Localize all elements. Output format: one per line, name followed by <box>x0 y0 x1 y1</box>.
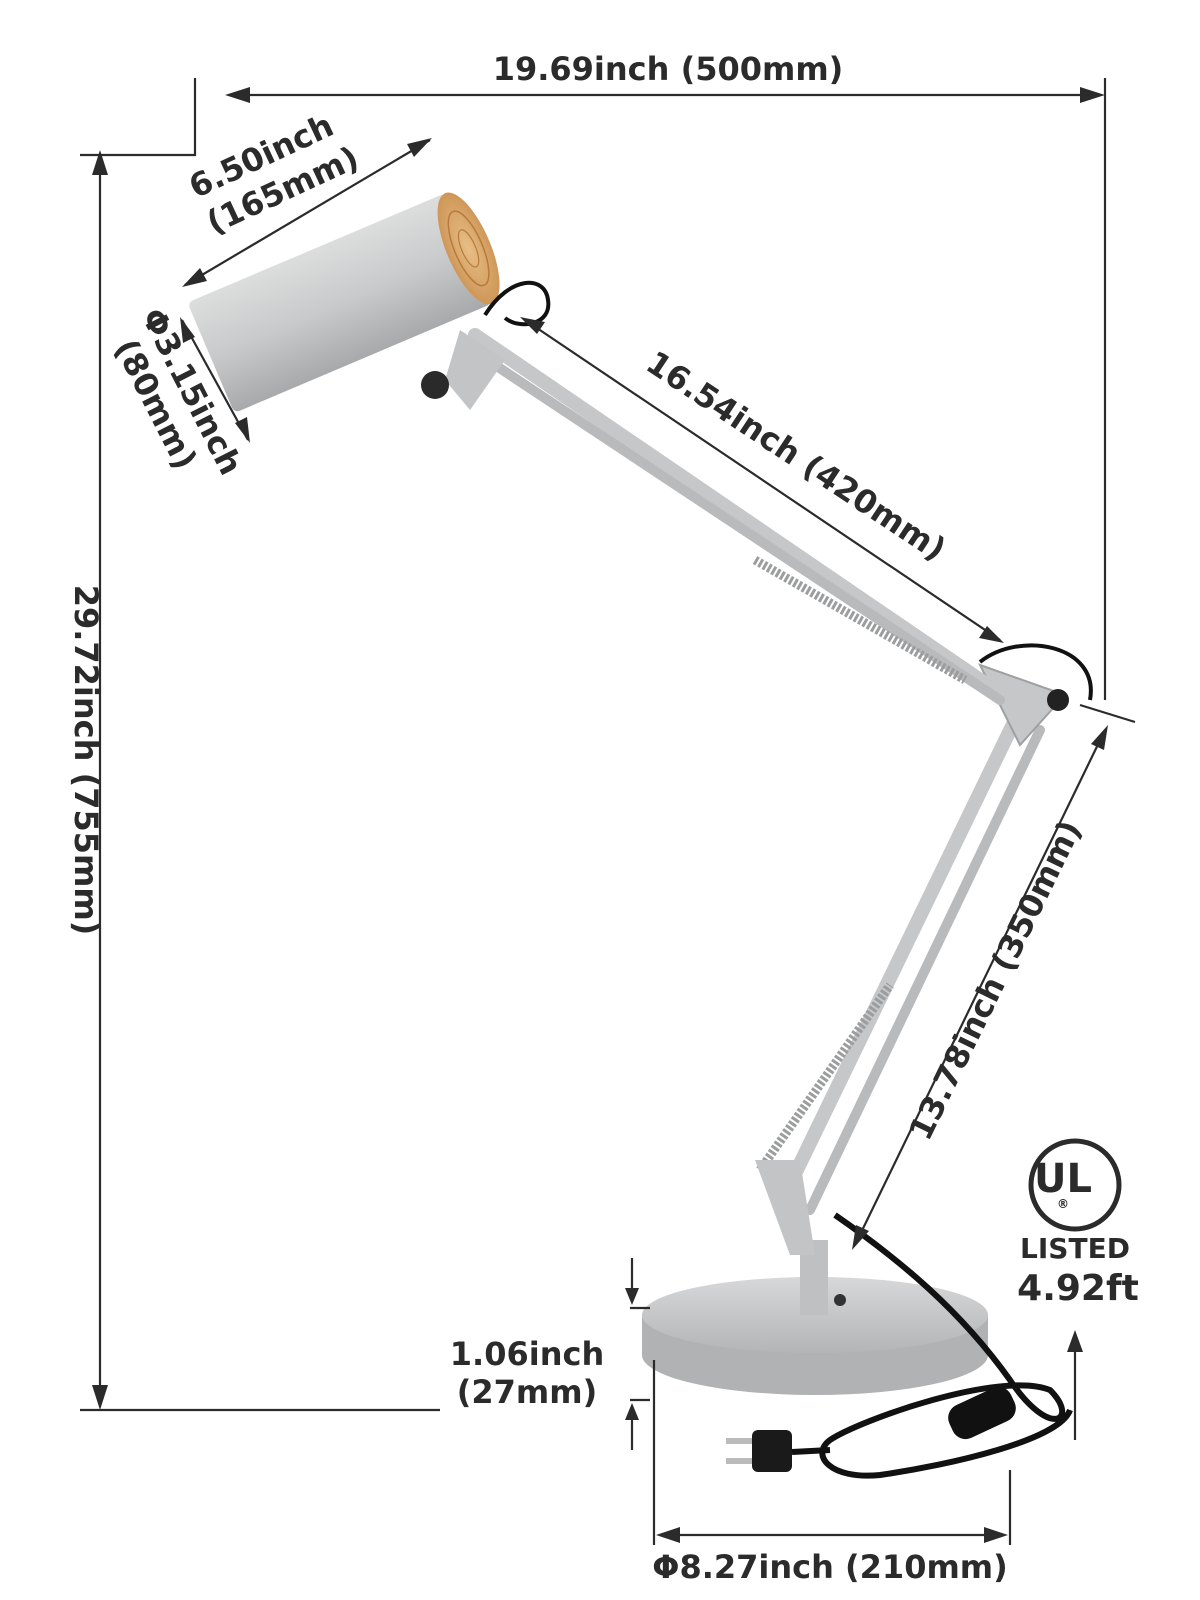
power-cord <box>726 1212 1073 1479</box>
upper-arm-label: 16.54inch (420mm) <box>639 343 952 568</box>
lower-arm-label: 13.78inch (350mm) <box>901 814 1089 1146</box>
dimension-lines <box>80 78 1136 1545</box>
base-diameter-label: Φ8.27inch (210mm) <box>652 1548 1008 1586</box>
lamp-shade <box>189 192 500 412</box>
lower-arm <box>755 713 1045 1255</box>
base-height-inch-label: 1.06inch <box>450 1335 604 1373</box>
height-label: 29.72inch (755mm) <box>67 585 105 936</box>
width-label: 19.69inch (500mm) <box>493 50 844 88</box>
ul-registered-mark: ® <box>1057 1197 1069 1211</box>
lamp-illustration <box>189 192 1093 1479</box>
base-height-mm-label: (27mm) <box>457 1373 597 1411</box>
ul-listed-label: LISTED <box>1020 1232 1130 1265</box>
ul-circle <box>1028 1138 1122 1232</box>
cord-switch <box>948 1386 1016 1440</box>
wood-cap <box>437 192 500 305</box>
plug <box>752 1430 792 1472</box>
ul-listed-badge: UL ® LISTED <box>1020 1138 1130 1265</box>
ul-letters: UL <box>1034 1156 1092 1202</box>
cord-length-label: 4.92ft <box>1017 1268 1139 1309</box>
upper-arm <box>421 328 1005 705</box>
lamp-base <box>642 1240 988 1395</box>
